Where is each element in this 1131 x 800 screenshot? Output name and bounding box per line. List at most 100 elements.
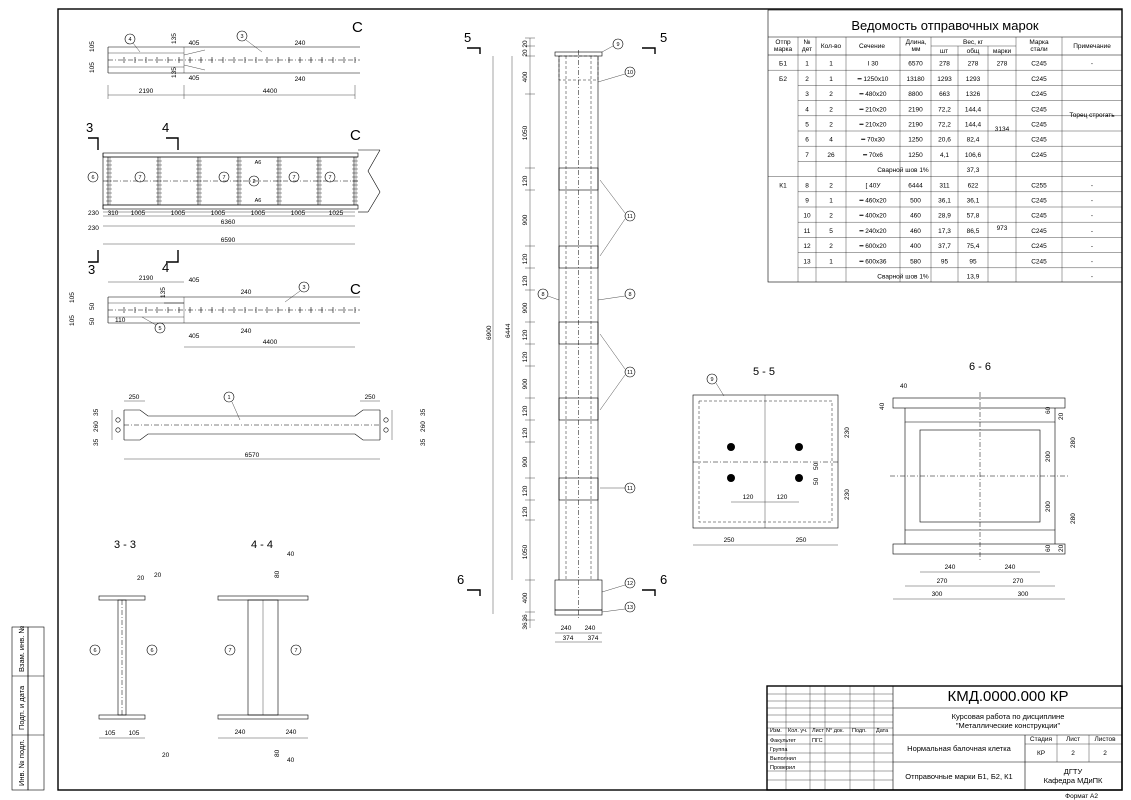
sheets-label: Листов <box>1094 736 1116 743</box>
view-beam-b1: 250 250 6570 35 260 35 35 260 35 1 <box>93 391 427 460</box>
svg-text:6444: 6444 <box>505 323 512 338</box>
svg-text:240: 240 <box>295 76 306 83</box>
svg-text:260: 260 <box>93 421 100 432</box>
schedule-cell-w_total: 57,8 <box>967 213 980 220</box>
dim-label: 1050 <box>522 125 529 140</box>
dim-label: 900 <box>522 214 529 225</box>
course-line1: Курсовая работа по дисциплине <box>952 712 1065 721</box>
svg-text:8: 8 <box>628 292 631 298</box>
doc-code: КМД.0000.000 КР <box>947 688 1068 705</box>
svg-text:240: 240 <box>241 328 252 335</box>
schedule-cell-part: 1 <box>805 61 809 68</box>
svg-text:80: 80 <box>274 749 281 757</box>
section-5-5: 5 - 5 120 120 50 50 230 230 250 250 9 <box>692 366 851 546</box>
section-3-3: 3 - 3 6 6 105 105 20 20 20 <box>89 539 170 759</box>
svg-text:230: 230 <box>844 489 851 500</box>
schedule-cell-qty: 1 <box>829 258 833 265</box>
svg-text:6360: 6360 <box>221 219 236 226</box>
svg-text:105: 105 <box>69 315 76 326</box>
schedule-cell-steel: С245 <box>1031 228 1047 235</box>
dim-label: 900 <box>522 456 529 467</box>
svg-text:50: 50 <box>813 462 820 470</box>
schedule-cell-note: - <box>1091 61 1093 68</box>
svg-text:230: 230 <box>88 225 99 232</box>
schedule-cell-length: 6570 <box>908 61 923 68</box>
schedule-cell-w_pc: 72,2 <box>938 106 951 113</box>
org-line1: ДГТУ <box>1064 767 1083 776</box>
schedule-cell-length: 580 <box>910 258 921 265</box>
done-label: Выполнил <box>770 756 796 762</box>
schedule-cell-part: 8 <box>805 182 809 189</box>
svg-text:20: 20 <box>162 752 170 759</box>
dim-label: 120 <box>522 351 529 362</box>
dim-label: 120 <box>522 253 529 264</box>
hdr-section: Сечение <box>859 43 885 50</box>
schedule-cell-section: ━ 70x6 <box>862 152 883 159</box>
schedule-cell-w_mark: 278 <box>997 61 1008 68</box>
svg-text:13: 13 <box>627 605 633 611</box>
svg-text:4: 4 <box>128 37 131 43</box>
schedule-cell-w_total: 144,4 <box>965 106 982 113</box>
svg-text:270: 270 <box>1013 578 1024 585</box>
col-kol: Кол. уч. <box>788 728 808 734</box>
svg-text:270: 270 <box>937 578 948 585</box>
svg-text:4 - 4: 4 - 4 <box>251 539 273 551</box>
schedule-cell-part: 5 <box>805 122 809 129</box>
schedule-cell-qty: 2 <box>829 243 833 250</box>
schedule-cell-section: ━ 210x20 <box>858 122 886 129</box>
svg-text:стали: стали <box>1030 46 1048 53</box>
schedule-cell-w_pc: 663 <box>939 91 950 98</box>
schedule-cell-steel: С255 <box>1031 182 1047 189</box>
svg-text:40: 40 <box>287 757 295 764</box>
svg-text:9: 9 <box>710 377 713 383</box>
sheet-value: 2 <box>1071 750 1075 757</box>
svg-text:240: 240 <box>1005 564 1016 571</box>
sheet-frame <box>57 8 1123 791</box>
course-line2: "Металлические конструкции" <box>956 721 1061 730</box>
svg-text:6: 6 <box>660 572 667 587</box>
schedule-cell-w_total: 36,1 <box>967 198 980 205</box>
schedule-cell-w_total: 37,3 <box>967 167 980 174</box>
dim-label: 120 <box>522 427 529 438</box>
schedule-cell-w_total: 278 <box>968 61 979 68</box>
side-stamp: Взам. инв. № Подп. и дата Инв. № подл. <box>11 626 45 791</box>
schedule-cell-steel: С245 <box>1031 213 1047 220</box>
dim-label: 1005 <box>291 210 306 217</box>
svg-text:35: 35 <box>420 438 427 446</box>
schedule-cell-section: Сварной шов 1% <box>877 166 929 174</box>
svg-text:4400: 4400 <box>263 88 278 95</box>
svg-text:120: 120 <box>777 494 788 501</box>
col-data: Дата <box>876 728 889 734</box>
side-podp-data: Подп. и дата <box>17 685 26 730</box>
svg-text:марка: марка <box>774 46 793 53</box>
dim-label: 20 <box>522 49 529 57</box>
dim-label: 1005 <box>131 210 146 217</box>
schedule-cell-mark: Б1 <box>779 61 787 68</box>
schedule-cell-note: - <box>1091 258 1093 265</box>
svg-text:405: 405 <box>189 277 200 284</box>
dim-label: 900 <box>522 302 529 313</box>
schedule-cell-length: 1250 <box>908 152 923 159</box>
schedule-cell-section: ━ 400x20 <box>858 213 886 220</box>
schedule-cell-qty: 1 <box>829 76 833 83</box>
svg-text:280: 280 <box>1070 513 1077 524</box>
view-column-k1: 5 5 6 6 20204001050120900120120900120120… <box>457 30 667 643</box>
section-4-4: 4 - 4 7 7 240 240 80 80 40 40 <box>217 539 309 764</box>
schedule-cell-mark: К1 <box>779 182 787 189</box>
schedule-cell-section: ━ 1250x10 <box>857 76 889 83</box>
col-izm: Изм. <box>770 728 782 734</box>
svg-text:3: 3 <box>86 120 93 135</box>
svg-text:250: 250 <box>724 537 735 544</box>
faculty-label: Факультет <box>770 738 796 744</box>
schedule-cell-length: 460 <box>910 228 921 235</box>
schedule-cell-length: 400 <box>910 243 921 250</box>
k1-mark-weight: 973 <box>997 225 1008 232</box>
svg-text:1: 1 <box>227 395 230 401</box>
svg-text:3: 3 <box>240 34 243 40</box>
schedule-cell-part: 12 <box>803 243 811 250</box>
svg-text:260: 260 <box>420 421 427 432</box>
schedule-cell-w_pc: 72,2 <box>938 122 951 129</box>
svg-text:405: 405 <box>189 40 200 47</box>
schedule-cell-w_total: 106,6 <box>965 152 982 159</box>
